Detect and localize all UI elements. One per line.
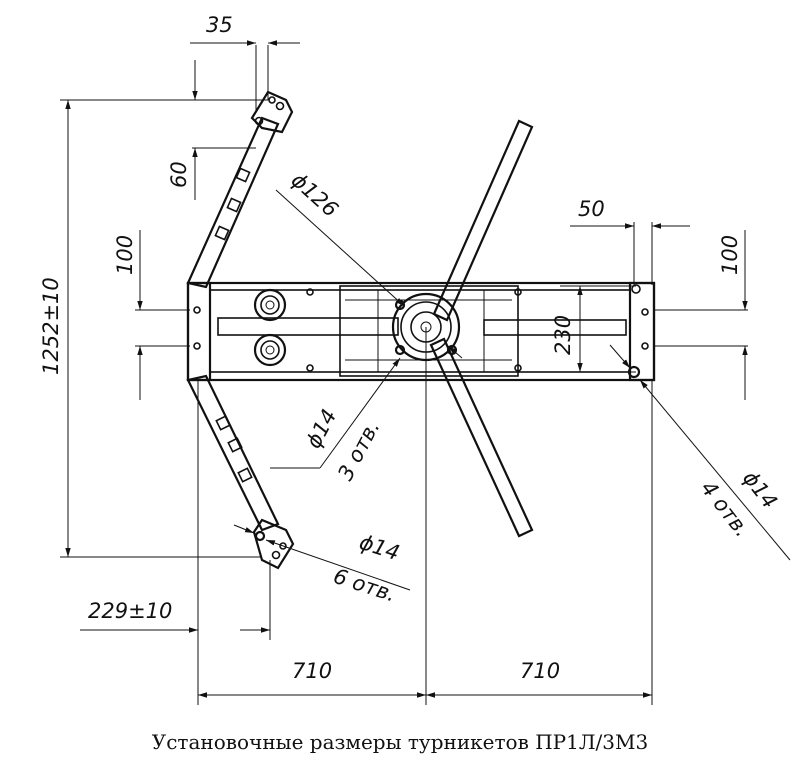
left-slot xyxy=(217,317,399,336)
dimension-lines xyxy=(65,40,791,698)
tripod-arm-lower xyxy=(429,337,534,538)
right-end-cap xyxy=(628,281,656,382)
turnstile-installation-drawing: 35 60 ϕ126 50 100 100 1252±10 ϕ14 3 отв.… xyxy=(39,13,791,705)
extension-lines xyxy=(60,45,748,705)
central-panel xyxy=(339,285,519,377)
dim-710-left: 710 xyxy=(292,659,332,683)
dim-1252: 1252±10 xyxy=(39,277,63,375)
reader-circle-bottom xyxy=(253,333,287,367)
dim-229: 229±10 xyxy=(88,599,172,623)
holes-center: 3 отв. xyxy=(333,416,384,484)
right-slot xyxy=(483,319,627,336)
drawing-caption: Установочные размеры турникетов ПР1Л/3М3 xyxy=(151,730,649,754)
dim-60: 60 xyxy=(167,161,191,188)
dim-230: 230 xyxy=(551,315,575,355)
dim-100-right: 100 xyxy=(718,235,742,275)
holes-left: 6 отв. xyxy=(330,564,398,607)
dim-phi14-center: ϕ14 xyxy=(301,405,341,452)
lower-foot-plate xyxy=(252,518,295,570)
dim-phi126: ϕ126 xyxy=(287,168,343,222)
turnstile-body xyxy=(186,281,656,382)
left-end-cap xyxy=(186,281,212,382)
reader-circle-top xyxy=(253,288,287,322)
dimension-labels: 35 60 ϕ126 50 100 100 1252±10 ϕ14 3 отв.… xyxy=(39,13,782,683)
dim-50: 50 xyxy=(578,197,605,221)
corner-hole-top xyxy=(631,284,641,294)
support-frame xyxy=(186,90,295,570)
dim-100-left: 100 xyxy=(113,235,137,275)
tripod-arms xyxy=(429,119,534,538)
dim-35: 35 xyxy=(206,13,233,37)
dim-phi14-left: ϕ14 xyxy=(356,530,402,565)
tripod-arm-upper xyxy=(432,119,534,322)
dim-710-right: 710 xyxy=(520,659,560,683)
